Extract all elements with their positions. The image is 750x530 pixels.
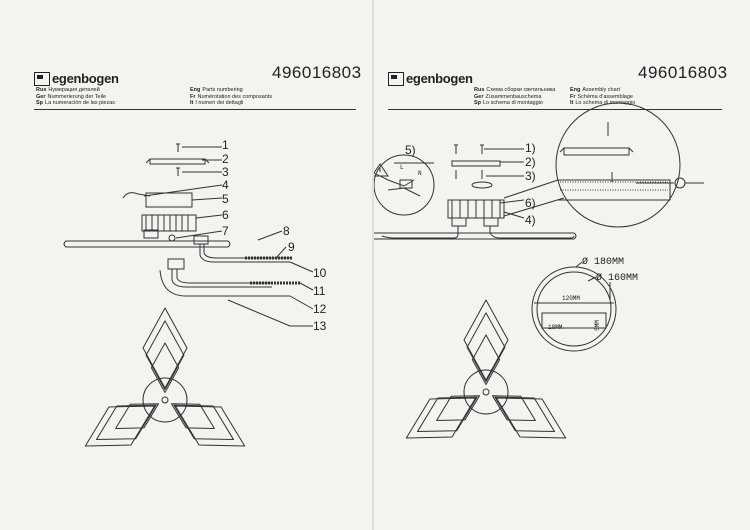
wiring-detail-circle	[374, 154, 435, 216]
step-label: 3)	[525, 169, 536, 183]
part-label: 8	[283, 224, 290, 238]
wire-mark-n: N	[418, 170, 422, 177]
page-fold	[372, 0, 374, 530]
brand-logo: egenbogen	[34, 71, 119, 86]
step-label: 5)	[405, 143, 416, 157]
logo-mark-icon	[34, 71, 50, 86]
logo-mark-icon	[388, 71, 404, 86]
brand-name: egenbogen	[406, 71, 473, 86]
canopy-outer	[531, 266, 617, 352]
brand-logo: egenbogen	[388, 71, 473, 86]
part-label: 2	[222, 152, 229, 166]
dim-slot: 18MM	[548, 324, 563, 331]
part-label: 13	[313, 319, 327, 333]
chandelier-outline-left	[84, 307, 246, 447]
canopy-inner	[536, 271, 612, 347]
part-label: 10	[313, 266, 327, 280]
step-label: 1)	[525, 141, 536, 155]
part-label: 11	[313, 284, 326, 298]
mounting-detail-circle	[555, 102, 681, 228]
brand-name: egenbogen	[52, 71, 119, 86]
part-label: 5	[222, 192, 229, 206]
part-number: 496016803	[272, 63, 362, 82]
part-label: 7	[222, 224, 229, 238]
part-label: 3	[222, 165, 229, 179]
wire-mark-l: L	[400, 164, 404, 171]
step-label: 6)	[525, 196, 536, 210]
part-label: 1	[222, 138, 229, 152]
dim-inner-diameter: Ø 160MM	[596, 273, 639, 284]
parts-diagram	[63, 143, 314, 447]
step-label: 2)	[525, 155, 536, 169]
part-label: 4	[222, 178, 229, 192]
dim-height: 5MM	[593, 320, 601, 331]
part-number: 496016803	[638, 63, 728, 82]
step-label: 4)	[525, 213, 536, 227]
part-label: 9	[288, 240, 295, 254]
dim-width: 120MM	[562, 295, 581, 302]
assembly-diagram	[374, 102, 704, 439]
part-label: 6	[222, 208, 229, 222]
dim-outer-diameter: Ø 180MM	[582, 257, 625, 268]
part-label: 12	[313, 302, 327, 316]
header-rule	[388, 109, 722, 110]
chandelier-outline-right	[405, 299, 567, 439]
header-rule	[34, 109, 356, 110]
